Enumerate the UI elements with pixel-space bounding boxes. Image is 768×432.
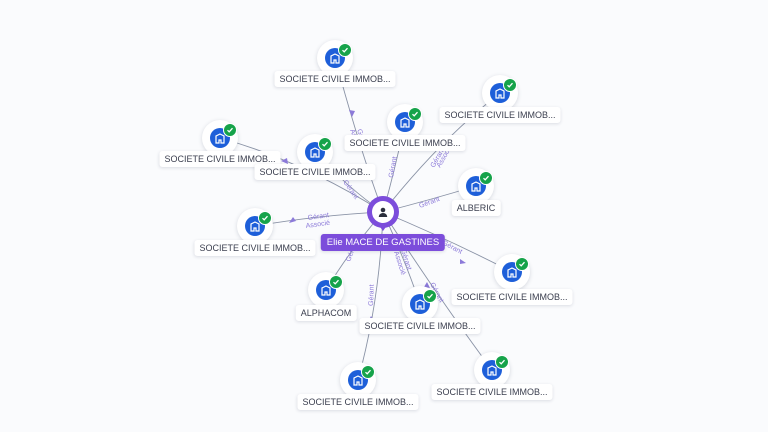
node-label: SOCIETE CIVILE IMMOB... xyxy=(274,71,396,87)
edge-arrow xyxy=(281,158,288,164)
person-icon xyxy=(372,201,394,223)
verified-check-icon xyxy=(329,275,343,289)
verified-check-icon xyxy=(503,78,517,92)
verified-check-icon xyxy=(515,257,529,271)
node-label: SOCIETE CIVILE IMMOB... xyxy=(431,384,553,400)
node-label: SOCIETE CIVILE IMMOB... xyxy=(194,240,316,256)
person-node-ring xyxy=(367,196,399,228)
edge-label: Gérant xyxy=(341,179,359,201)
edge-label: Gé xyxy=(355,128,365,139)
edge-arrow xyxy=(349,110,355,117)
edge-label: Gérant xyxy=(307,212,329,222)
node-label: SOCIETE CIVILE IMMOB... xyxy=(254,164,376,180)
verified-check-icon xyxy=(408,107,422,121)
verified-check-icon xyxy=(258,211,272,225)
verified-check-icon xyxy=(479,171,493,185)
verified-check-icon xyxy=(338,43,352,57)
node-label: SOCIETE CIVILE IMMOB... xyxy=(297,394,419,410)
edge-arrow xyxy=(460,259,466,264)
edge-label: Gérant xyxy=(388,156,399,178)
node-label: ALPHACOM xyxy=(295,305,357,321)
verified-check-icon xyxy=(423,289,437,303)
edge-arrow xyxy=(289,217,296,223)
person-node-pointer xyxy=(378,224,388,231)
edge-n11 xyxy=(357,211,384,381)
node-label: ALBERIC xyxy=(451,200,501,216)
edge-label: Gérant xyxy=(418,196,441,210)
verified-check-icon xyxy=(495,355,509,369)
node-label: SOCIETE CIVILE IMMOB... xyxy=(439,107,561,123)
person-name-label: Elie MACE DE GASTINES xyxy=(320,234,446,251)
node-label: SOCIETE CIVILE IMMOB... xyxy=(451,289,573,305)
edge-n12 xyxy=(382,211,493,371)
node-label: SOCIETE CIVILE IMMOB... xyxy=(159,151,281,167)
node-label: SOCIETE CIVILE IMMOB... xyxy=(344,135,466,151)
edge-label: Associé xyxy=(305,220,330,230)
node-label: SOCIETE CIVILE IMMOB... xyxy=(359,318,481,334)
edge-label: Gérant xyxy=(368,284,376,306)
verified-check-icon xyxy=(361,365,375,379)
verified-check-icon xyxy=(223,123,237,137)
verified-check-icon xyxy=(318,137,332,151)
